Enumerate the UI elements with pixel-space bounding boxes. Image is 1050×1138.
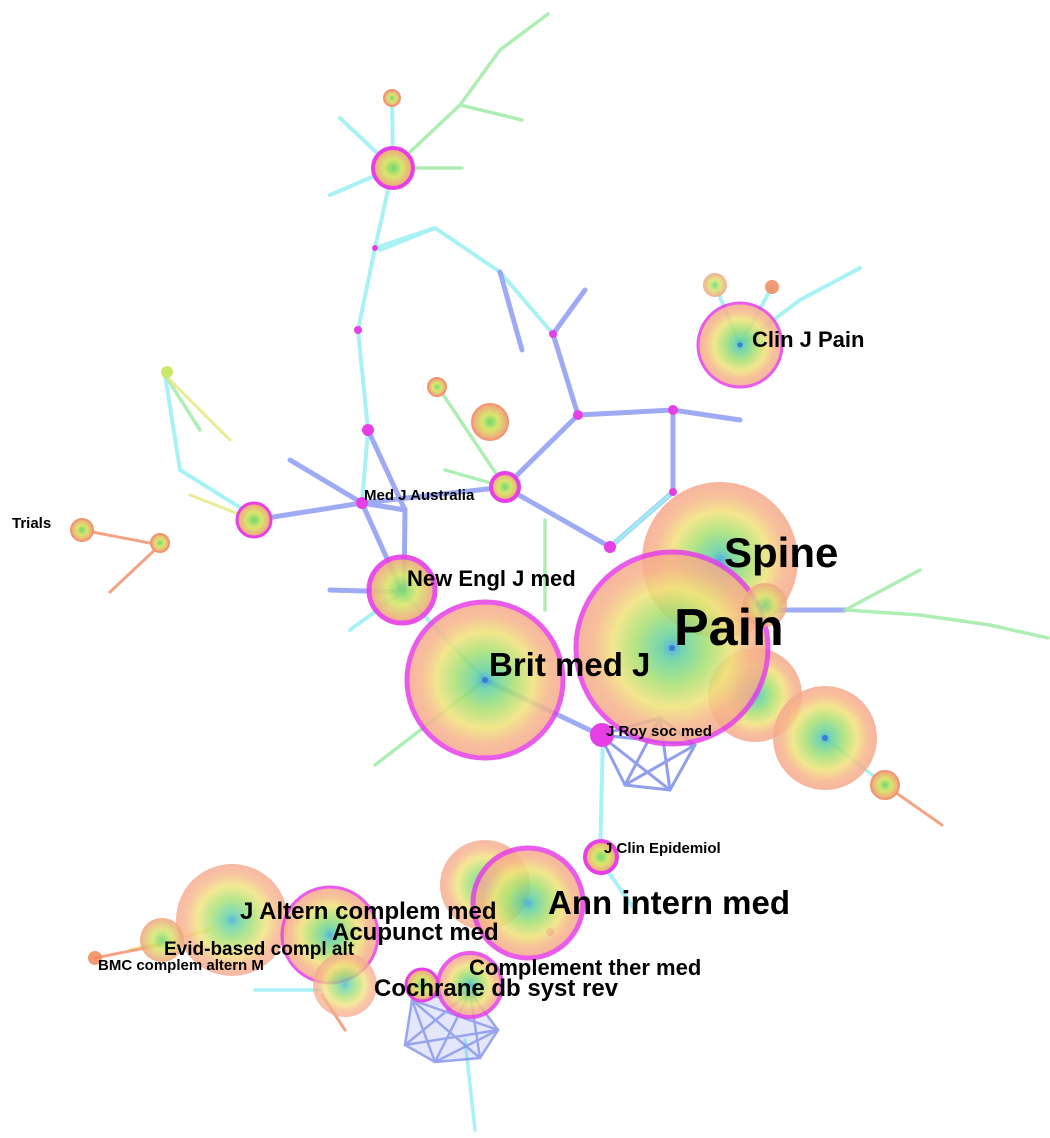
label-clin-j-pain: Clin J Pain [752,327,864,352]
node-trials[interactable] [70,518,94,542]
label-new-engl-j-med: New Engl J med [407,566,576,591]
label-complement-ther-med: Complement ther med [469,955,701,980]
node-j-clin-epidemiol[interactable] [583,839,619,875]
node-green-tip[interactable] [161,366,173,378]
node-clin-small-1[interactable] [703,273,727,297]
label-acupunct-med: Acupunct med [332,919,499,946]
node-left-mid[interactable] [235,501,273,539]
node-ann-intern-med[interactable] [470,845,586,961]
label-evid-based-compl-alt: Evid-based compl alt [164,939,355,960]
label-brit-med-j: Brit med J [489,646,650,683]
node-med-j-australia-hub[interactable] [489,471,521,503]
label-med-j-australia: Med J Australia [364,487,475,504]
node-mid-1[interactable] [471,403,509,441]
node-cochrane[interactable] [404,967,440,1003]
node-clin-small-2[interactable] [765,280,779,294]
node-bottom-mid[interactable] [313,953,377,1017]
label-trials: Trials [12,515,51,532]
node-evid-based[interactable] [140,918,184,962]
label-j-clin-epidemiol: J Clin Epidemiol [604,840,721,857]
node-pain-side[interactable] [743,583,787,627]
nodes [70,89,900,1019]
node-mid-2[interactable] [427,377,447,397]
label-spine: Spine [724,529,838,576]
node-new-engl-j-med[interactable] [366,554,438,626]
label-pain: Pain [674,599,784,657]
label-j-altern-complem-med: J Altern complem med [240,898,497,925]
node-top-main[interactable] [371,146,415,190]
label-cochrane-db-syst-rev: Cochrane db syst rev [374,975,619,1002]
node-bmc[interactable] [88,951,102,965]
node-bottom-left-big[interactable] [176,864,288,976]
edges [80,12,1050,1132]
labels: Spine Pain Brit med J Ann intern med Cli… [12,327,864,1002]
node-j-roy-soc-med[interactable] [590,723,614,747]
label-bmc-complem-altern-m: BMC complem altern M [98,957,264,974]
label-j-roy-soc-med: J Roy soc med [606,723,712,740]
node-right-tail[interactable] [870,770,900,800]
node-top-small[interactable] [383,89,401,107]
label-ann-intern-med: Ann intern med [548,884,790,921]
node-trials-2[interactable] [150,533,170,553]
